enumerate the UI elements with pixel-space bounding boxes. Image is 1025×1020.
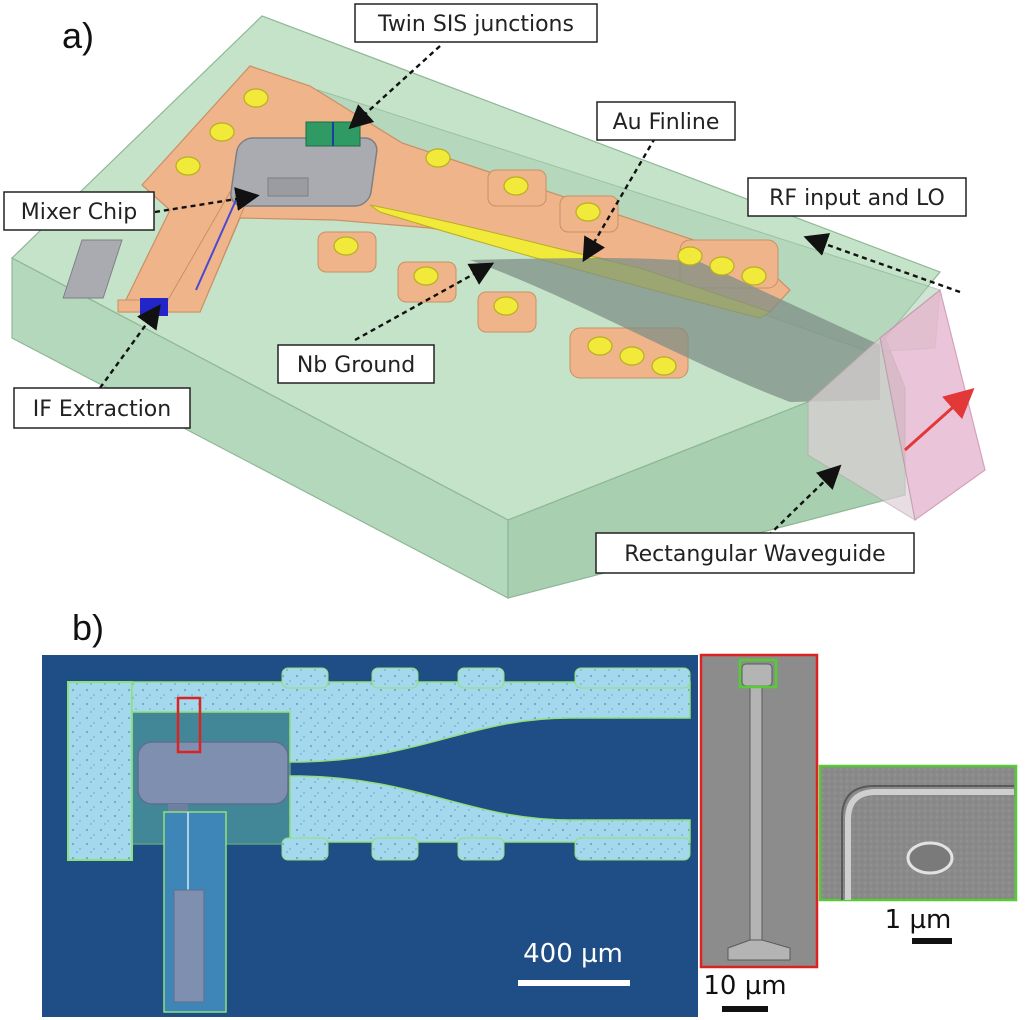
panel-b: b): [42, 607, 1018, 1017]
if-channel: [117, 191, 249, 313]
callout-rect-waveguide-label: Rectangular Waveguide: [624, 542, 885, 567]
gold-pad: [209, 122, 235, 142]
leader-arrows: [99, 45, 961, 537]
bottom-tab: [371, 837, 419, 861]
left-contact-block: [67, 681, 133, 861]
callout-nb-ground: Nb Ground: [277, 344, 435, 384]
callout-au-finline-label: Au Finline: [613, 110, 720, 135]
callout-twin-sis: Twin SIS junctions: [354, 3, 598, 43]
if-trace: [195, 199, 237, 291]
sem-pad-top: [741, 663, 773, 687]
callout-nb-ground-label: Nb Ground: [297, 353, 415, 378]
top-tab: [574, 667, 691, 689]
upper-ground-strip: [131, 681, 691, 763]
top-tab: [371, 667, 419, 689]
gold-pad: [651, 356, 677, 376]
gold-pad: [575, 202, 601, 222]
callout-rf-input: RF input and LO: [747, 177, 967, 217]
gold-pad: [503, 176, 529, 196]
bottom-tab: [574, 837, 691, 861]
zoom-box-red: [176, 696, 202, 754]
leader-if-extraction: [99, 304, 161, 389]
scale-bar-400: [518, 980, 630, 986]
zoom-box-green: [738, 658, 778, 689]
gold-pad: [175, 156, 201, 176]
sem-flare: [727, 939, 791, 961]
gold-pad: [425, 148, 451, 168]
callout-rect-waveguide: Rectangular Waveguide: [595, 532, 915, 574]
gold-pad: [413, 266, 439, 286]
top-tab: [281, 667, 329, 689]
rect-waveguide-side: [807, 337, 916, 522]
optical-chip: [137, 741, 289, 805]
top-tab: [457, 667, 505, 689]
gold-pad: [677, 246, 703, 266]
sem-detail-pad-shadow: [841, 785, 1014, 900]
gold-pad: [619, 346, 645, 366]
gold-pad: [493, 296, 519, 316]
callout-rf-input-label: RF input and LO: [769, 186, 945, 211]
gold-pad: [709, 256, 735, 276]
if-filter: [173, 889, 205, 1003]
leader-waveguide: [767, 464, 842, 537]
callout-if-extraction-label: IF Extraction: [33, 397, 171, 422]
leader-twin-sis: [348, 45, 441, 130]
sem-strip: [749, 677, 763, 947]
leader-nb-ground: [354, 262, 495, 342]
waveguide-field-arrow: [904, 388, 975, 452]
finline-fin: [470, 258, 880, 402]
scale-label-1: 1 µm: [885, 905, 952, 935]
lower-ground-strip: [289, 775, 691, 843]
callout-twin-sis-label: Twin SIS junctions: [377, 12, 574, 37]
sem-detail-panel: 1 µm: [818, 764, 1018, 944]
gold-pads: [175, 88, 767, 376]
mixer-chip-tab: [267, 177, 309, 197]
leader-mixer-chip: [154, 187, 260, 214]
scale-label-400: 400 µm: [523, 939, 623, 969]
sem-junction-panel: 10 µm: [699, 653, 819, 1012]
sem-detail-pad: [845, 789, 1014, 900]
scale-label-10: 10 µm: [703, 971, 786, 1001]
panel-b-label: b): [72, 607, 104, 648]
optical-micrograph: 400 µm: [42, 655, 698, 1017]
gold-pad: [587, 336, 613, 356]
callout-mixer-chip-label: Mixer Chip: [21, 200, 137, 225]
scale-bar-10: [722, 1006, 768, 1012]
gold-pad: [243, 88, 269, 108]
bottom-tab: [281, 837, 329, 861]
gold-pad: [741, 266, 767, 286]
if-strip: [62, 239, 123, 299]
panel-a-label: a): [62, 15, 94, 56]
callout-mixer-chip: Mixer Chip: [3, 191, 155, 231]
callout-if-extraction: IF Extraction: [13, 387, 191, 429]
scale-bar-1: [912, 938, 952, 944]
sem-junction-dot: [906, 841, 954, 875]
bottom-tab: [457, 837, 505, 861]
gold-pad: [333, 236, 359, 256]
callout-au-finline: Au Finline: [596, 101, 736, 141]
panel-a: a): [3, 3, 986, 599]
